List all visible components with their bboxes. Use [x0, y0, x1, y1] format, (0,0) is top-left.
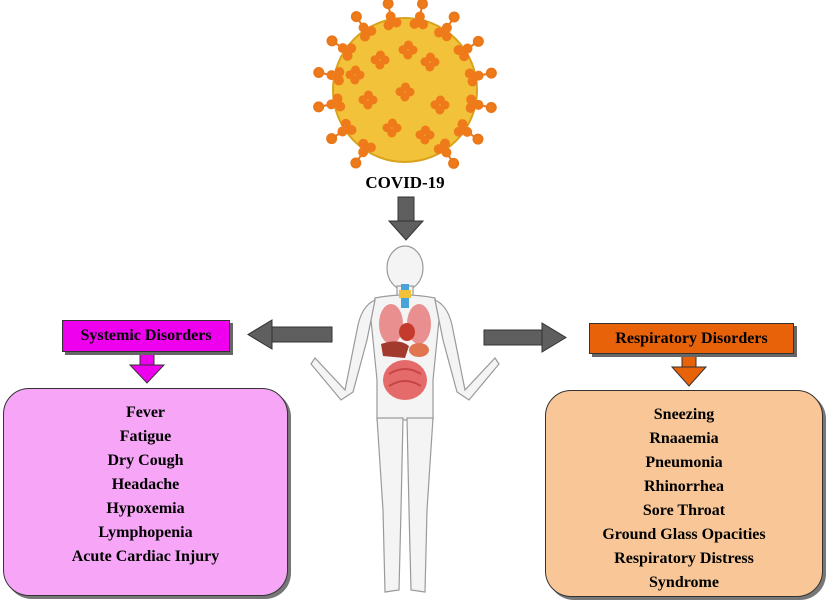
- virus-protein: [342, 50, 353, 61]
- virus-spike-tip: [350, 157, 362, 169]
- list-item: Syndrome: [649, 574, 719, 591]
- virus-protein: [435, 95, 445, 105]
- virus-spike-tip: [313, 101, 325, 113]
- virus-spike-tip: [326, 133, 338, 145]
- virus-protein: [337, 126, 348, 137]
- virus-illustration: [313, 0, 497, 169]
- virus-spike-tip: [472, 133, 484, 145]
- systemic-disorders-label: Systemic Disorders: [62, 320, 230, 352]
- virus-protein: [466, 94, 477, 105]
- virus-protein: [464, 68, 475, 79]
- virus-spike-tip: [350, 11, 362, 23]
- virus-protein: [453, 44, 464, 55]
- virus-spike-tip: [472, 35, 484, 47]
- list-item: Sneezing: [653, 406, 715, 423]
- virus-protein: [414, 11, 425, 22]
- virus-protein: [417, 19, 428, 30]
- virus-protein: [346, 43, 357, 54]
- virus-protein: [346, 125, 357, 136]
- virus-protein: [363, 90, 373, 100]
- virus-protein: [335, 101, 346, 112]
- virus-protein: [400, 82, 410, 92]
- virus-protein: [409, 18, 420, 29]
- virus-spike-tip: [326, 35, 338, 47]
- virus-protein: [391, 17, 402, 28]
- list-item: Rhinorrhea: [644, 478, 724, 495]
- respiratory-disorders-label: Respiratory Disorders: [589, 323, 794, 354]
- virus-protein: [434, 27, 445, 38]
- virus-spike-tip: [382, 0, 394, 10]
- virus-protein: [462, 43, 473, 54]
- left-arrow-icon: [247, 319, 333, 350]
- virus-spike-tip: [485, 67, 497, 79]
- virus-protein: [365, 142, 376, 153]
- virus-protein: [359, 31, 370, 42]
- list-item: Lymphopenia: [98, 524, 193, 541]
- virus-protein: [337, 43, 348, 54]
- virus-protein: [453, 126, 464, 137]
- list-item: Rnaaemia: [649, 430, 719, 447]
- virus-protein: [334, 67, 345, 78]
- down-arrow-icon: [387, 196, 425, 241]
- list-item: Acute Cardiac Injury: [71, 548, 220, 565]
- list-item: Hypoxemia: [106, 500, 185, 517]
- virus-protein: [467, 76, 478, 87]
- virus-protein: [462, 126, 473, 137]
- virus-protein: [383, 20, 394, 31]
- virus-protein: [387, 118, 397, 128]
- virus-protein: [457, 119, 468, 130]
- list-item: Pneumonia: [645, 454, 723, 471]
- virus-protein: [441, 147, 452, 158]
- virus-protein: [420, 125, 430, 135]
- human-body-figure: [310, 245, 500, 593]
- virus-protein: [358, 22, 369, 33]
- virus-spike-tip: [485, 101, 497, 113]
- list-item: Headache: [111, 476, 180, 493]
- list-item: Respiratory Distress: [614, 550, 754, 567]
- virus-protein: [350, 65, 360, 75]
- right-arrow-icon: [483, 322, 567, 353]
- virus-protein: [333, 75, 344, 86]
- virus-protein: [358, 147, 369, 158]
- virus-protein: [425, 52, 435, 62]
- virus-protein: [441, 31, 452, 42]
- list-item: Fatigue: [119, 428, 172, 445]
- virus-protein: [465, 102, 476, 113]
- list-item: Sore Throat: [642, 502, 726, 519]
- virus-spike-tip: [416, 0, 428, 10]
- virus-protein: [358, 138, 369, 149]
- virus-title: COVID-19: [365, 173, 445, 192]
- virus-protein: [440, 138, 451, 149]
- virus-protein: [326, 70, 337, 81]
- virus-protein: [473, 99, 484, 110]
- virus-spike-tip: [448, 157, 460, 169]
- list-item: Ground Glass Opacities: [602, 526, 766, 543]
- respiratory-down-arrow-icon: [670, 354, 708, 387]
- virus-protein: [332, 93, 343, 104]
- virus-spike-tip: [313, 67, 325, 79]
- systemic-disorders-list: Fever Fatigue Dry Cough Headache Hypoxem…: [3, 388, 288, 596]
- list-item: Fever: [125, 404, 166, 421]
- list-item: Dry Cough: [107, 452, 184, 469]
- virus-spike-tip: [448, 11, 460, 23]
- virus-protein: [441, 22, 452, 33]
- respiratory-disorders-list: Sneezing Rnaaemia Pneumonia Rhinorrhea S…: [545, 390, 823, 597]
- virus-protein: [403, 40, 413, 50]
- systemic-down-arrow-icon: [128, 352, 166, 384]
- virus-protein: [375, 50, 385, 60]
